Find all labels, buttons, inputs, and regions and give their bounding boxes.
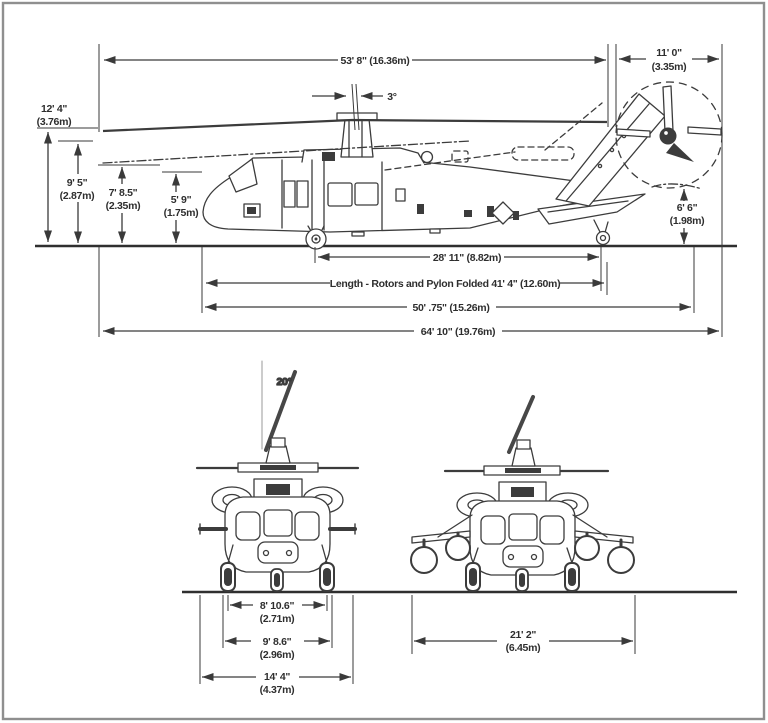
stabilator-clearance-ft-label: 6' 6" (677, 202, 698, 214)
mast-tilt-label: 3° (387, 91, 397, 103)
tail-rotor-diameter-m-label: (3.35m) (652, 61, 687, 73)
dim-overall-height: 12' 4" (3.76m) (37, 103, 98, 242)
cabin-height-m-label: (1.75m) (164, 207, 199, 219)
dim-tail-height: 7' 8.5" (2.35m) (98, 164, 160, 243)
fuel-tank-inner-left (445, 535, 471, 561)
tilted-blade (264, 370, 297, 452)
overall-height-m-label: (3.76m) (37, 116, 72, 128)
esss-span-m-label: (6.45m) (506, 642, 541, 654)
stabilator-span-m-label: (4.37m) (260, 684, 295, 696)
tilted-blade (507, 395, 535, 454)
blade-tilt-label: 20° (277, 376, 292, 388)
stabilator-clearance-m-label: (1.98m) (670, 215, 705, 227)
dim-cabin-width: 9' 8.6" (2.96m) (222, 595, 333, 661)
cabin-width-ft-label: 9' 8.6" (263, 636, 292, 648)
stabilator-span-ft-label: 14' 4" (264, 671, 290, 683)
cabin-width-m-label: (2.96m) (260, 649, 295, 661)
fuel-tank-outer-left (410, 546, 438, 574)
esss-span-ft-label: 21' 2" (510, 629, 536, 641)
side-view: 53' 8" (16.36m) 11' 0" (3.35m) 3° 12' 4"… (35, 44, 737, 338)
dim-mast-tilt: 3° (312, 83, 397, 131)
front-view-folded: 20° (195, 360, 360, 592)
dim-fuselage-length: 50' .75" (15.26m) (205, 247, 695, 314)
dim-stabilator-span: 14' 4" (4.37m) (199, 595, 354, 696)
dim-cabin-height: 5' 9" (1.75m) (162, 171, 202, 243)
dim-wheelbase: 28' 11" (8.82m) (314, 247, 602, 291)
fuel-tank-inner-right (574, 535, 600, 561)
side-view-airframe (202, 93, 666, 250)
wheel-tread-m-label: (2.71m) (260, 613, 295, 625)
cabin-height-ft-label: 5' 9" (171, 194, 192, 206)
dim-stabilator-clearance: 6' 6" (1.98m) (670, 189, 705, 244)
dim-folded-length: Length - Rotors and Pylon Folded 41' 4" … (201, 247, 608, 313)
fuselage-length-label: 50' .75" (15.26m) (412, 302, 489, 314)
wheelbase-label: 28' 11" (8.82m) (433, 252, 501, 264)
main-rotor-diameter-label: 53' 8" (16.36m) (341, 55, 410, 67)
main-rotor-blade (102, 118, 608, 133)
overall-height-ft-label: 12' 4" (41, 103, 67, 115)
folded-rotor-dashed-outlines (384, 102, 603, 171)
dim-main-rotor-diameter: 53' 8" (16.36m) (98, 44, 617, 132)
tail-height-ft-label: 7' 8.5" (109, 187, 138, 199)
overall-length-label: 64' 10" (19.76m) (421, 326, 495, 338)
dim-overall-length: 64' 10" (19.76m) (98, 247, 719, 338)
folded-blade-line (102, 140, 471, 164)
tail-rotor-diameter-ft-label: 11' 0" (656, 47, 682, 59)
tail-height-m-label: (2.35m) (106, 200, 141, 212)
dim-esss-span: 21' 2" (6.45m) (411, 595, 636, 654)
wheel-tread-ft-label: 8' 10.6" (260, 600, 295, 612)
esss-wing-left (411, 530, 471, 544)
dim-tail-rotor-diameter: 11' 0" (3.35m) (619, 44, 723, 337)
rotor-height-ft-label: 9' 5" (67, 177, 88, 189)
dim-wheel-tread: 8' 10.6" (2.71m) (227, 595, 328, 625)
tail-rotor (615, 81, 723, 190)
folded-length-label: Length - Rotors and Pylon Folded 41' 4" … (330, 278, 561, 290)
fuel-tank-outer-right (607, 546, 635, 574)
esss-wing-right (574, 530, 634, 544)
front-view-esss (410, 395, 635, 592)
dim-rotor-height: 9' 5" (2.87m) (58, 140, 95, 243)
rotor-height-m-label: (2.87m) (60, 190, 95, 202)
